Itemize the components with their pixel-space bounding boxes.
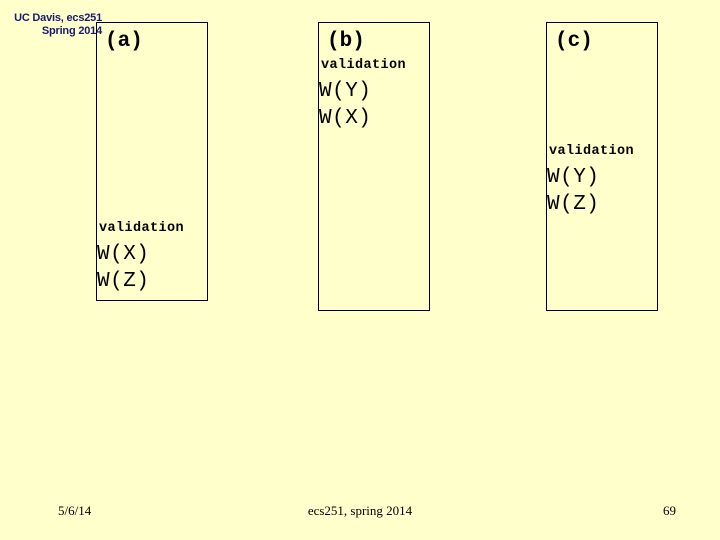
panel-a-operation: W(Z) (97, 270, 150, 293)
header-term-line: Spring 2014 (41, 25, 102, 37)
footer-page-number: 69 (663, 503, 676, 518)
panel-a-validation-label: validation (99, 221, 185, 236)
panel-a-operation: W(X) (97, 243, 150, 266)
panel-label-b: (b) (327, 30, 365, 53)
panel-c-validation-label: validation (549, 144, 635, 159)
panel-b-operation: W(X) (319, 107, 372, 130)
panel-c-operation: W(Z) (547, 193, 600, 216)
header-course-line: UC Davis, ecs251 (14, 12, 102, 24)
panel-label-c: (c) (555, 30, 593, 53)
footer-course-label: ecs251, spring 2014 (307, 503, 413, 518)
panel-label-a: (a) (105, 30, 143, 53)
slide-header: UC Davis, ecs251 Spring 2014 (4, 12, 102, 38)
footer-date: 5/6/14 (58, 503, 92, 518)
panel-box-c (546, 22, 658, 311)
panel-b-validation-label: validation (321, 58, 407, 73)
panel-b-operation: W(Y) (319, 80, 372, 103)
panel-c-operation: W(Y) (547, 166, 600, 189)
panel-box-a (96, 22, 208, 301)
panel-box-b (318, 22, 430, 311)
